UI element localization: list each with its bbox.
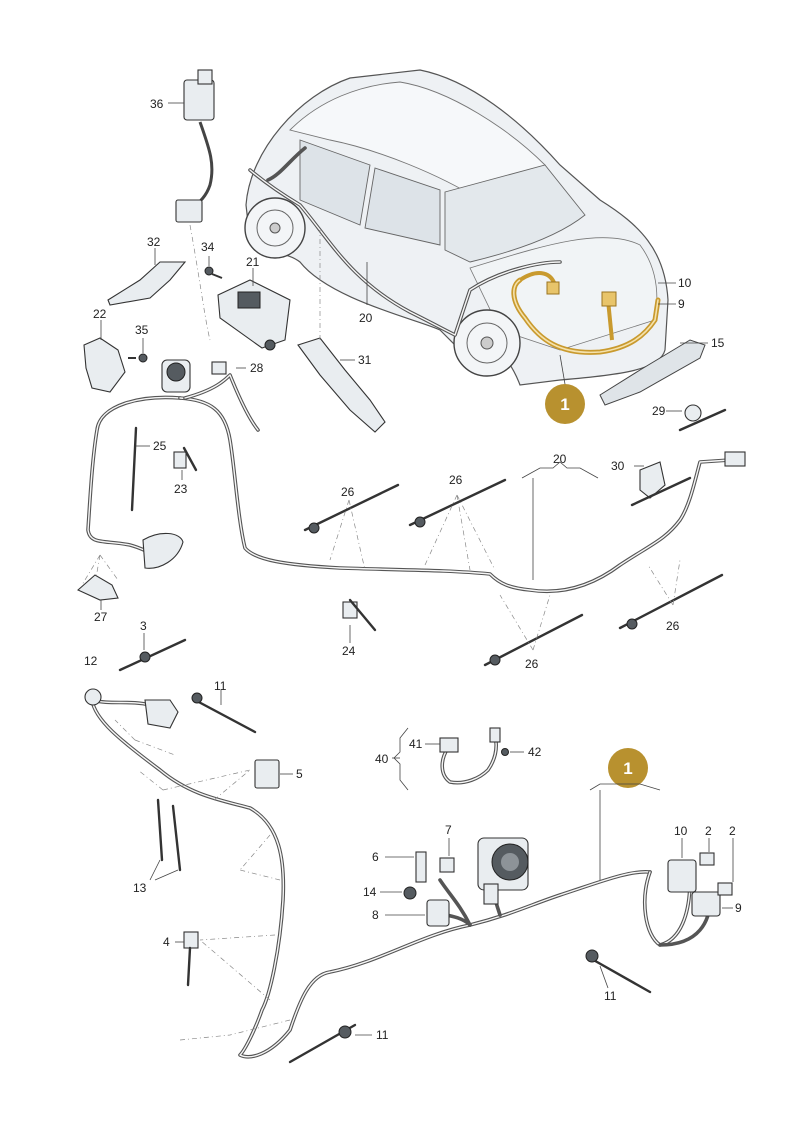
- part-35-screw: [128, 353, 148, 363]
- part-badge-bottom: 1: [608, 748, 648, 788]
- callout-2-b: 2: [729, 824, 736, 838]
- callout-41: 41: [409, 737, 423, 751]
- rear-wheel: [244, 197, 306, 259]
- part-badge-top: 1: [545, 384, 585, 424]
- callout-35: 35: [135, 323, 149, 337]
- front-harness-highlight: [511, 271, 661, 355]
- callout-5: 5: [296, 767, 303, 781]
- callout-11-lower: 11: [376, 1028, 389, 1042]
- callout-20-car: 20: [359, 311, 373, 325]
- part-2-clip-a: [699, 852, 715, 866]
- callout-12: 12: [84, 654, 98, 668]
- front-wheel: [453, 309, 521, 377]
- part-3-tie: [118, 638, 187, 672]
- callout-10-car: 10: [678, 276, 692, 290]
- car-illustration: [244, 69, 706, 406]
- callout-8: 8: [372, 908, 379, 922]
- part-14-grommet: [403, 886, 417, 900]
- part-36-module: [175, 69, 215, 223]
- part-4-clip: [183, 931, 199, 987]
- callout-20-harness: 20: [553, 452, 567, 466]
- part-25-tie: [130, 426, 138, 512]
- part-23-clip: [173, 446, 198, 472]
- callout-labels: 36 32 34 21 22 35 28 31 20 10 9 15 25 23…: [84, 97, 742, 1042]
- part-22-bracket: [83, 337, 126, 393]
- callout-21: 21: [246, 255, 260, 269]
- part-13-ties: [156, 798, 182, 872]
- callout-23: 23: [174, 482, 188, 496]
- callout-2-a: 2: [705, 824, 712, 838]
- callout-26-d: 26: [666, 619, 680, 633]
- part-7-connector: [439, 857, 455, 873]
- part-6-bracket: [415, 851, 427, 883]
- part-24-clip: [342, 598, 377, 632]
- callout-11-upper: 11: [214, 679, 227, 693]
- callout-9-lower: 9: [735, 901, 742, 915]
- callout-24: 24: [342, 644, 356, 658]
- part-11-tie-upper: [191, 692, 257, 734]
- part-27-clip: [76, 574, 119, 601]
- rear-harness-middle: [86, 359, 746, 593]
- part-26-tie-3: [483, 613, 584, 667]
- part-31-trim: [297, 337, 386, 433]
- part-32-bracket: [107, 261, 187, 306]
- callout-40: 40: [375, 752, 389, 766]
- callout-34: 34: [201, 240, 215, 254]
- callout-4: 4: [163, 935, 170, 949]
- part-26-tie-2: [408, 478, 507, 528]
- part-2-clip-b: [717, 882, 733, 896]
- callout-22: 22: [93, 307, 107, 321]
- charging-socket: [477, 837, 529, 905]
- callout-14: 14: [363, 885, 377, 899]
- part-11-tie-right: [585, 949, 652, 994]
- callout-42: 42: [528, 745, 542, 759]
- callout-28: 28: [250, 361, 264, 375]
- part-29-clip: [678, 404, 727, 432]
- callout-29: 29: [652, 404, 666, 418]
- part-34-bolt: [204, 266, 223, 279]
- svg-text:1: 1: [623, 759, 632, 778]
- part-21-unit: [217, 279, 291, 351]
- svg-text:1: 1: [560, 395, 569, 414]
- callout-26-a: 26: [341, 485, 355, 499]
- callout-6: 6: [372, 850, 379, 864]
- callout-15: 15: [711, 336, 725, 350]
- part-11-tie-lower: [288, 1023, 357, 1064]
- callout-10-lower: 10: [674, 824, 688, 838]
- callout-36: 36: [150, 97, 164, 111]
- callout-26-c: 26: [525, 657, 539, 671]
- callout-26-b: 26: [449, 473, 463, 487]
- callout-30: 30: [611, 459, 625, 473]
- callout-11-right: 11: [604, 989, 617, 1003]
- callout-25: 25: [153, 439, 167, 453]
- callout-27: 27: [94, 610, 108, 624]
- callout-3: 3: [140, 619, 147, 633]
- callout-13: 13: [133, 881, 147, 895]
- callout-32: 32: [147, 235, 161, 249]
- part-5-bracket: [254, 759, 280, 789]
- callout-7: 7: [445, 823, 452, 837]
- rear-harness-lower: [84, 688, 721, 1059]
- part-26-tie-1: [303, 483, 400, 534]
- part-30-holder: [630, 461, 692, 507]
- callout-9-car: 9: [678, 297, 685, 311]
- callout-31: 31: [358, 353, 372, 367]
